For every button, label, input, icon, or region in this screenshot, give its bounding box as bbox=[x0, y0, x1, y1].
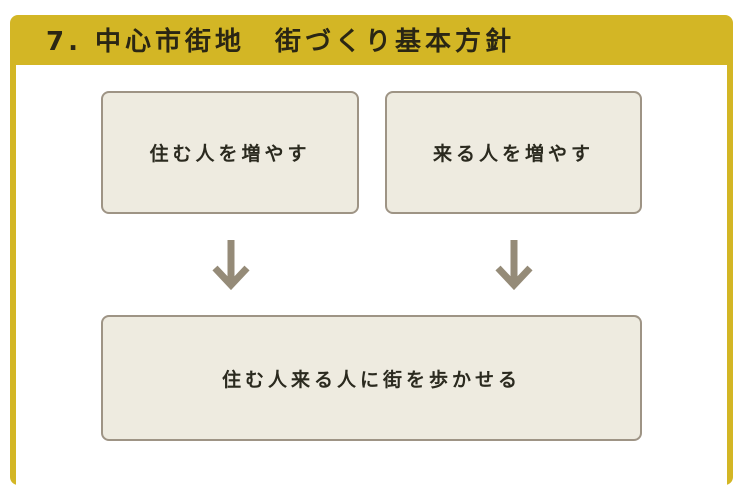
box-label: 来る人を増やす bbox=[432, 143, 594, 165]
arrow-down-icon bbox=[212, 240, 250, 290]
box-increase-visitors: 来る人を増やす bbox=[385, 91, 642, 214]
box-label: 住む人を増やす bbox=[149, 143, 311, 165]
arrow-down-icon bbox=[495, 240, 533, 290]
box-increase-residents: 住む人を増やす bbox=[101, 91, 359, 214]
box-walkable-town: 住む人来る人に街を歩かせる bbox=[101, 315, 642, 441]
section-title: 7. 中心市街地 街づくり基本方針 bbox=[46, 27, 516, 57]
box-label: 住む人来る人に街を歩かせる bbox=[221, 368, 521, 391]
